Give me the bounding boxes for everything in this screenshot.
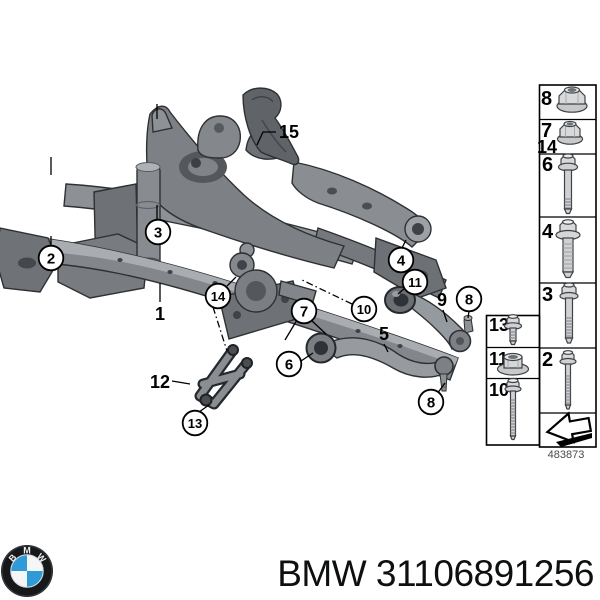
bmw-roundel-logo: B M W bbox=[1, 545, 53, 597]
panel-label-7: 7 bbox=[541, 120, 552, 142]
callout-10: 10 bbox=[350, 295, 378, 323]
panel-cell-2: 2 bbox=[542, 349, 577, 410]
callout-15-label: 15 bbox=[279, 122, 299, 142]
panel-cell-8: 8 bbox=[541, 86, 588, 113]
direction-arrow-icon bbox=[545, 411, 593, 444]
panel-label-8: 8 bbox=[541, 88, 552, 110]
callout-13: 13 bbox=[181, 409, 209, 437]
callout-3: 3 bbox=[144, 218, 172, 246]
hex-bolt-icon bbox=[504, 377, 522, 441]
panel-label-14: 14 bbox=[537, 137, 557, 157]
panel-cell-11: 11 bbox=[489, 349, 530, 376]
flange-nut-icon bbox=[556, 120, 584, 145]
callout-2-label: 2 bbox=[47, 250, 55, 267]
panel-label-4: 4 bbox=[542, 221, 554, 243]
panel-cell-3: 3 bbox=[542, 282, 579, 344]
callout-9-label: 9 bbox=[437, 290, 447, 310]
drawing-number: 483873 bbox=[548, 449, 585, 461]
callout-13-label: 13 bbox=[188, 416, 202, 431]
part-number-text: BMW 31106891256 bbox=[277, 553, 594, 594]
roundel-quadrant-white bbox=[27, 555, 43, 571]
panel-label-10: 10 bbox=[489, 380, 509, 400]
leader-lines bbox=[50, 104, 470, 413]
callout-2: 2 bbox=[37, 244, 65, 272]
callout-4: 4 bbox=[387, 246, 415, 274]
callout-1-label: 1 bbox=[155, 304, 165, 324]
callout-8-lower-label: 8 bbox=[427, 394, 435, 411]
callout-11: 11 bbox=[401, 268, 429, 296]
lower-control-arm-graphic bbox=[305, 332, 454, 392]
callout-12-label: 12 bbox=[150, 372, 170, 392]
callout-14-label: 14 bbox=[211, 289, 226, 304]
support-bracket-graphic bbox=[194, 344, 253, 410]
roundel-quadrant-blue bbox=[27, 571, 43, 587]
panel-cell-6: 6 bbox=[542, 153, 579, 215]
panel-label-6: 6 bbox=[542, 154, 553, 176]
steering-knuckle-graphic bbox=[218, 242, 317, 340]
roundel-quadrant-blue bbox=[11, 555, 27, 571]
hex-bolt-icon bbox=[503, 314, 523, 346]
panel-cell-7-14: 7 14 bbox=[537, 120, 584, 157]
callout-7-label: 7 bbox=[300, 303, 308, 320]
callout-8-upper: 8 bbox=[455, 285, 483, 313]
hex-bolt-icon bbox=[559, 282, 579, 344]
hex-bolt-icon bbox=[559, 350, 577, 410]
panel-label-3: 3 bbox=[542, 284, 553, 306]
callout-14: 14 bbox=[204, 282, 232, 310]
panel-label-13: 13 bbox=[489, 315, 509, 335]
hex-bolt-icon bbox=[557, 153, 579, 215]
panel-cell-13: 13 bbox=[489, 314, 523, 346]
callout-11-label: 11 bbox=[408, 275, 422, 290]
callout-10-label: 10 bbox=[357, 302, 371, 317]
heat-shield-graphic bbox=[242, 87, 300, 166]
logo-letter-m: M bbox=[23, 546, 31, 556]
callout-8-lower: 8 bbox=[417, 388, 445, 416]
callout-6-label: 6 bbox=[285, 356, 293, 373]
lock-nut-icon bbox=[496, 352, 530, 376]
callout-4-label: 4 bbox=[397, 252, 406, 269]
callout-7: 7 bbox=[290, 297, 318, 325]
tension-strut-arm-graphic bbox=[384, 286, 474, 353]
panel-cell-4: 4 bbox=[542, 219, 581, 279]
direction-arrow-shadow bbox=[556, 433, 592, 447]
callout-5-label: 5 bbox=[379, 324, 389, 344]
panel-cell-arrow bbox=[545, 411, 593, 447]
flange-nut-icon bbox=[556, 86, 588, 113]
callout-3-label: 3 bbox=[154, 224, 162, 241]
panel-label-2: 2 bbox=[542, 349, 553, 371]
panel-cell-10: 10 bbox=[489, 377, 522, 441]
logo-letter-b: B bbox=[7, 552, 19, 564]
callout-6: 6 bbox=[275, 350, 303, 378]
callout-8-upper-label: 8 bbox=[465, 291, 473, 308]
washer-bolt-icon bbox=[555, 219, 581, 279]
roundel-quadrant-white bbox=[11, 571, 27, 587]
fastener-panel: 8 7 14 6 bbox=[485, 84, 597, 461]
footer: B M W BMW 31106891256 bbox=[1, 545, 595, 597]
